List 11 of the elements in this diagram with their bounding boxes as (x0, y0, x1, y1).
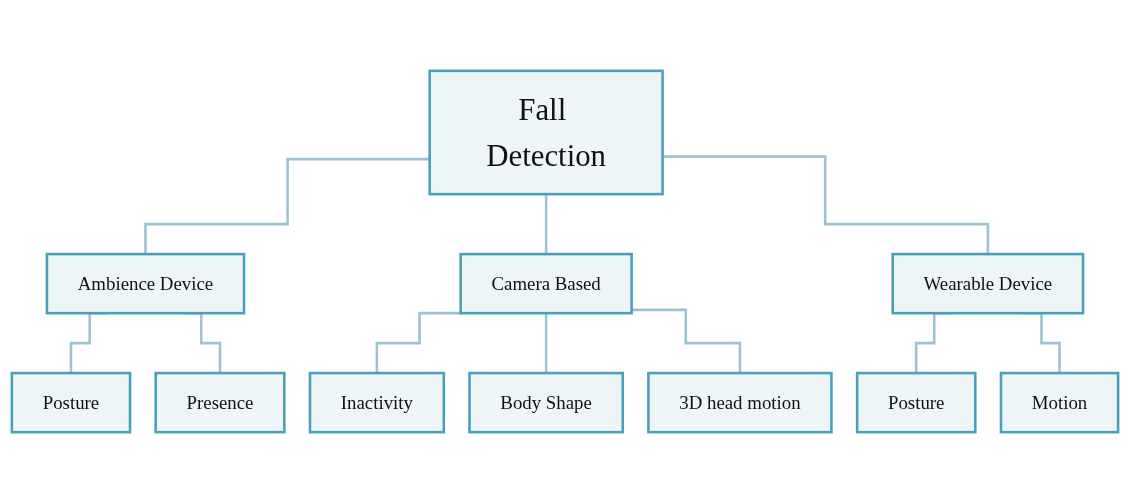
node-box: Presence (154, 371, 286, 434)
node-box: Ambience Device (45, 252, 246, 315)
node-box: Wearable Device (891, 252, 1085, 315)
node-box: Motion (999, 371, 1120, 434)
node-box: Posture (855, 371, 977, 434)
node-box: Inactivity (308, 371, 446, 434)
node-box: Fall Detection (428, 69, 664, 196)
node-box: Body Shape (468, 371, 625, 434)
node-box: 3D head motion (647, 371, 833, 434)
node-box: Camera Based (459, 252, 633, 315)
node-box: Posture (10, 371, 132, 434)
